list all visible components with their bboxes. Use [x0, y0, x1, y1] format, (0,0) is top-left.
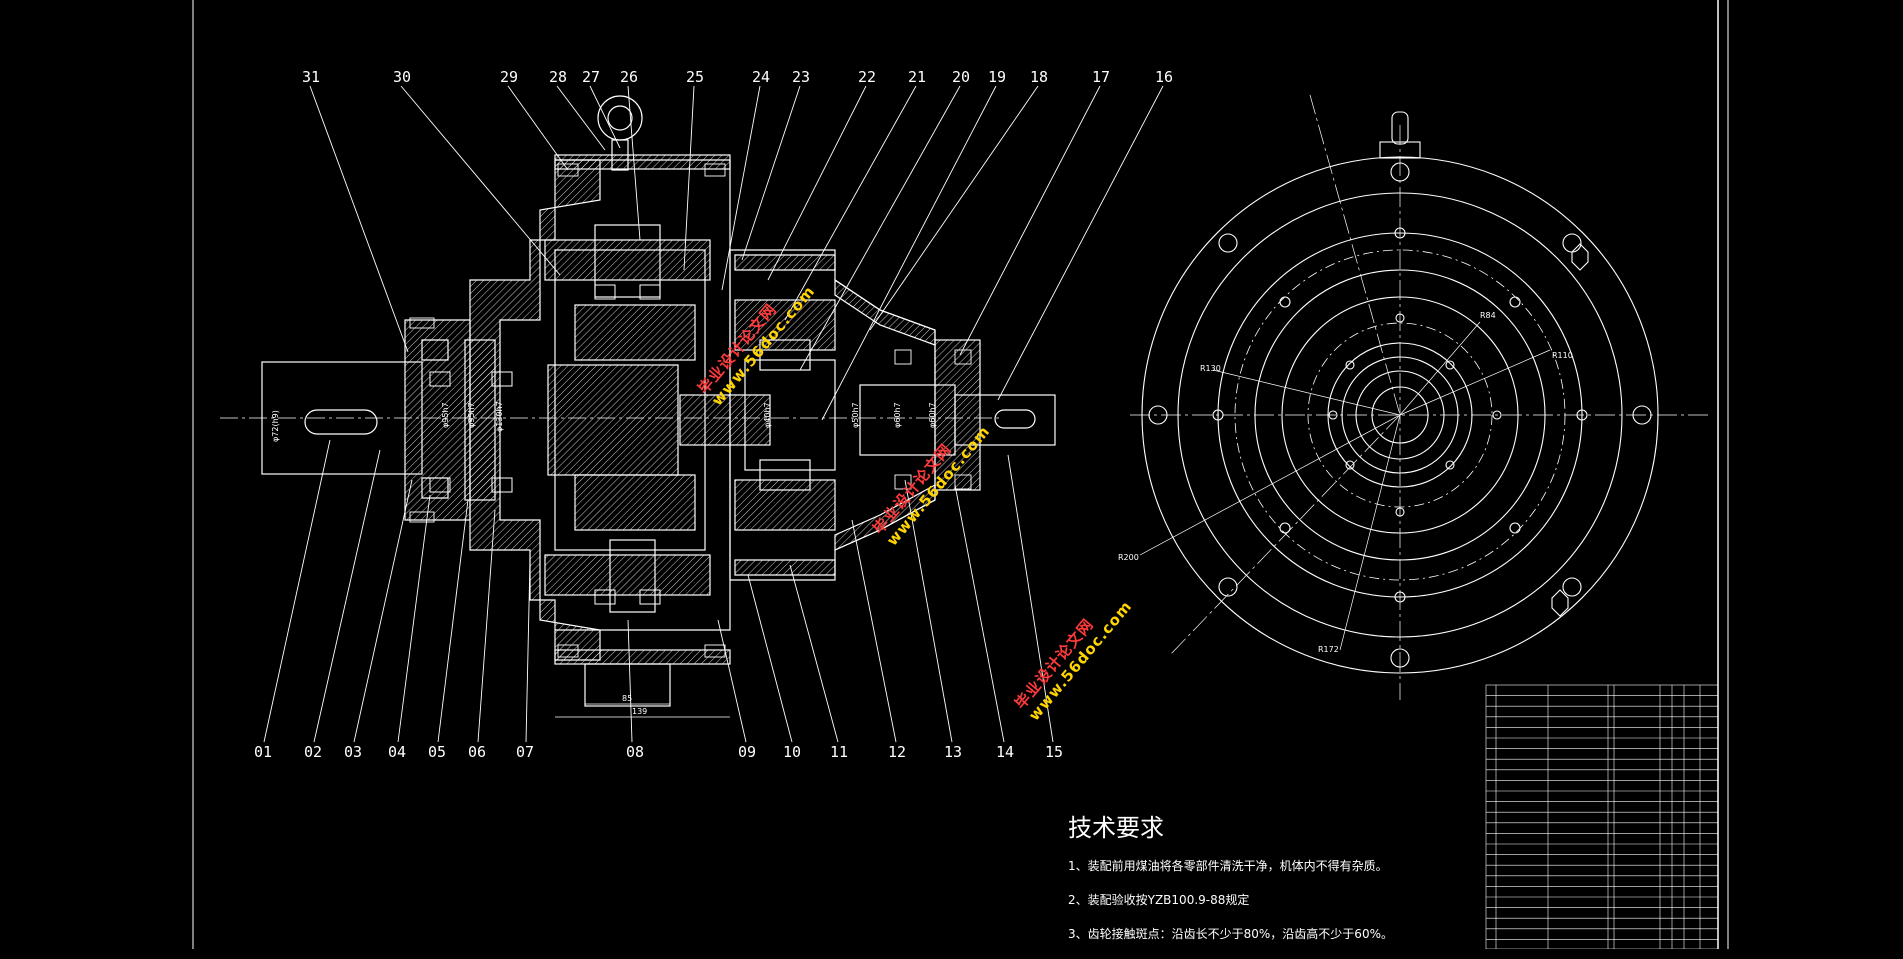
- dim-shaft-dia: φ72(h9): [271, 410, 280, 442]
- label-02: 02: [304, 449, 381, 761]
- dim-r84: R84: [1480, 311, 1496, 320]
- dim-d5: φ50h7: [851, 402, 860, 428]
- requirement-1: 1、装配前用煤油将各零部件清洗干净，机体内不得有杂质。: [1068, 859, 1388, 873]
- svg-text:01: 01: [254, 743, 272, 761]
- dim-width-inner: 85: [622, 694, 632, 703]
- svg-text:18: 18: [1030, 68, 1048, 86]
- svg-text:20: 20: [952, 68, 970, 86]
- label-22: 22: [767, 68, 876, 281]
- label-14: 14: [954, 484, 1014, 761]
- requirement-2: 2、装配验收按YZB100.9-88规定: [1068, 893, 1250, 907]
- svg-text:07: 07: [516, 743, 534, 761]
- part-labels-bottom: 01 02 03 04 05 06 07 08 09 10 11 12 13 1…: [254, 439, 1063, 761]
- svg-text:13: 13: [944, 743, 962, 761]
- dim-r130: R130: [1200, 364, 1221, 373]
- svg-text:12: 12: [888, 743, 906, 761]
- label-26: 26: [620, 68, 641, 241]
- label-18: 18: [869, 68, 1048, 331]
- svg-text:26: 26: [620, 68, 638, 86]
- svg-text:05: 05: [428, 743, 446, 761]
- label-29: 29: [500, 68, 569, 171]
- svg-text:09: 09: [738, 743, 756, 761]
- label-11: 11: [789, 564, 848, 761]
- section-dimensions: φ72(h9) φ95h7 φ95h7 φ130h7 φ40h7 φ50h7 φ…: [271, 401, 937, 718]
- section-view: [220, 95, 1056, 707]
- label-10: 10: [747, 574, 801, 761]
- label-17: 17: [959, 68, 1110, 356]
- svg-text:27: 27: [582, 68, 600, 86]
- svg-text:30: 30: [393, 68, 411, 86]
- svg-text:www.56doc.com: www.56doc.com: [1025, 597, 1136, 724]
- svg-text:19: 19: [988, 68, 1006, 86]
- svg-text:10: 10: [783, 743, 801, 761]
- label-12: 12: [851, 519, 906, 761]
- requirement-3: 3、齿轮接触斑点：沿齿长不少于80%，沿齿高不少于60%。: [1068, 927, 1393, 941]
- svg-text:31: 31: [302, 68, 320, 86]
- label-09: 09: [717, 619, 756, 761]
- label-16: 16: [997, 68, 1173, 401]
- svg-text:03: 03: [344, 743, 362, 761]
- svg-text:14: 14: [996, 743, 1014, 761]
- label-30: 30: [393, 68, 561, 276]
- label-13: 13: [904, 479, 962, 761]
- svg-text:04: 04: [388, 743, 406, 761]
- svg-text:28: 28: [549, 68, 567, 86]
- svg-text:17: 17: [1092, 68, 1110, 86]
- svg-text:06: 06: [468, 743, 486, 761]
- label-19: 19: [821, 68, 1006, 421]
- svg-text:11: 11: [830, 743, 848, 761]
- label-08: 08: [626, 619, 644, 761]
- dim-d4: φ40h7: [763, 402, 772, 428]
- svg-text:23: 23: [792, 68, 810, 86]
- dim-d2: φ95h7: [467, 402, 476, 428]
- svg-text:08: 08: [626, 743, 644, 761]
- watermark-3: 毕业设计论文网 www.56doc.com: [1011, 597, 1136, 724]
- svg-text:29: 29: [500, 68, 518, 86]
- label-21: 21: [784, 68, 926, 321]
- shaft-keyway: [304, 409, 378, 435]
- svg-text:24: 24: [752, 68, 770, 86]
- label-31: 31: [302, 68, 409, 353]
- label-05: 05: [428, 499, 469, 761]
- svg-text:15: 15: [1045, 743, 1063, 761]
- label-28: 28: [549, 68, 606, 151]
- label-03: 03: [344, 479, 413, 761]
- parts-list-table: [1485, 684, 1719, 949]
- label-04: 04: [388, 494, 431, 761]
- label-24: 24: [721, 68, 770, 291]
- requirements-title: 技术要求: [1068, 814, 1164, 842]
- technical-requirements: 技术要求 1、装配前用煤油将各零部件清洗干净，机体内不得有杂质。 2、装配验收按…: [1068, 808, 1488, 959]
- svg-text:25: 25: [686, 68, 704, 86]
- end-view-dimensions: R130 R84 R110 R200 R172: [1118, 311, 1573, 654]
- dim-width-outer: 139: [632, 707, 647, 716]
- dim-d3: φ130h7: [495, 401, 504, 432]
- label-06: 06: [468, 509, 496, 761]
- svg-text:02: 02: [304, 743, 322, 761]
- svg-text:22: 22: [858, 68, 876, 86]
- dim-d7: φ60h7: [928, 402, 937, 428]
- label-27: 27: [582, 68, 621, 149]
- label-01: 01: [254, 439, 331, 761]
- end-view: [1130, 94, 1710, 700]
- label-20: 20: [799, 68, 970, 371]
- dim-d6: φ60h7: [893, 402, 902, 428]
- svg-text:21: 21: [908, 68, 926, 86]
- label-23: 23: [741, 68, 810, 261]
- label-15: 15: [1007, 454, 1063, 761]
- label-07: 07: [516, 559, 534, 761]
- dim-r200: R200: [1118, 553, 1139, 562]
- label-25: 25: [683, 68, 704, 271]
- dim-r172: R172: [1318, 645, 1339, 654]
- svg-text:16: 16: [1155, 68, 1173, 86]
- dim-r110: R110: [1552, 351, 1573, 360]
- dim-d1: φ95h7: [441, 402, 450, 428]
- part-labels-top: 31 30 29 28 27 26 25 24 23 22 21 20 19 1…: [302, 68, 1173, 421]
